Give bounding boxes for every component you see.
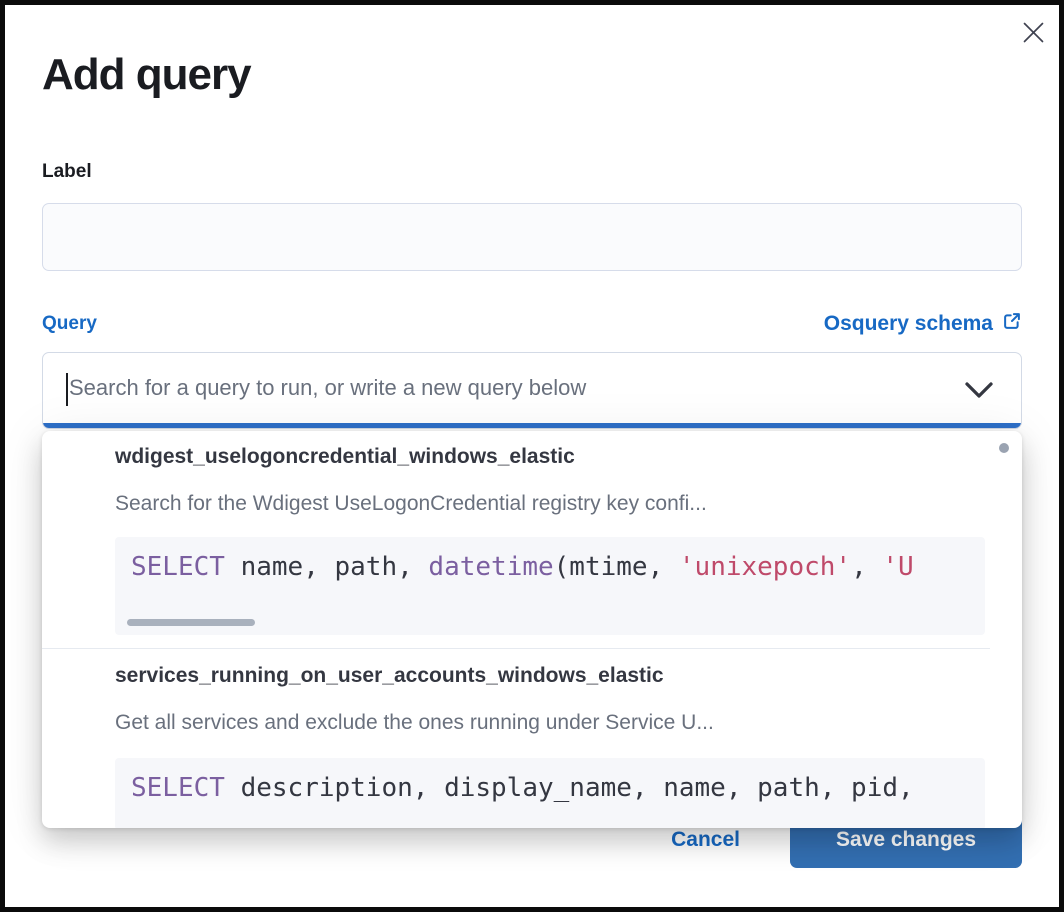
osquery-schema-link[interactable]: Osquery schema bbox=[824, 311, 1022, 337]
label-input[interactable] bbox=[42, 203, 1022, 271]
query-option-description: Get all services and exclude the ones ru… bbox=[115, 711, 714, 734]
label-field-label: Label bbox=[42, 161, 92, 182]
query-option-code[interactable]: SELECT description, display_name, name, … bbox=[115, 758, 985, 828]
sql-code-line: SELECT description, display_name, name, … bbox=[131, 773, 914, 803]
text-caret bbox=[66, 373, 68, 406]
modal-title: Add query bbox=[42, 50, 252, 99]
osquery-schema-link-label: Osquery schema bbox=[823, 312, 993, 335]
vertical-scrollbar-thumb[interactable] bbox=[999, 443, 1009, 453]
chevron-down-icon[interactable] bbox=[961, 377, 997, 408]
query-search-input[interactable] bbox=[43, 353, 1021, 428]
query-field-label: Query bbox=[42, 313, 97, 334]
close-icon bbox=[1020, 19, 1047, 49]
option-divider bbox=[42, 648, 990, 649]
horizontal-scrollbar-thumb[interactable] bbox=[127, 619, 255, 626]
close-button[interactable] bbox=[1016, 17, 1050, 51]
query-option-code[interactable]: SELECT name, path, datetime(mtime, 'unix… bbox=[115, 537, 985, 635]
cancel-button[interactable]: Cancel bbox=[671, 828, 740, 851]
query-dropdown-panel: wdigest_uselogoncredential_windows_elast… bbox=[42, 431, 1022, 828]
query-combobox bbox=[42, 352, 1022, 429]
sql-code-line: SELECT name, path, datetime(mtime, 'unix… bbox=[131, 552, 914, 582]
focus-indicator-bar bbox=[43, 423, 1021, 428]
query-option-title: wdigest_uselogoncredential_windows_elast… bbox=[115, 445, 575, 468]
query-option-description: Search for the Wdigest UseLogonCredentia… bbox=[115, 492, 707, 515]
external-link-icon bbox=[1002, 311, 1022, 337]
query-option-title: services_running_on_user_accounts_window… bbox=[115, 664, 664, 687]
